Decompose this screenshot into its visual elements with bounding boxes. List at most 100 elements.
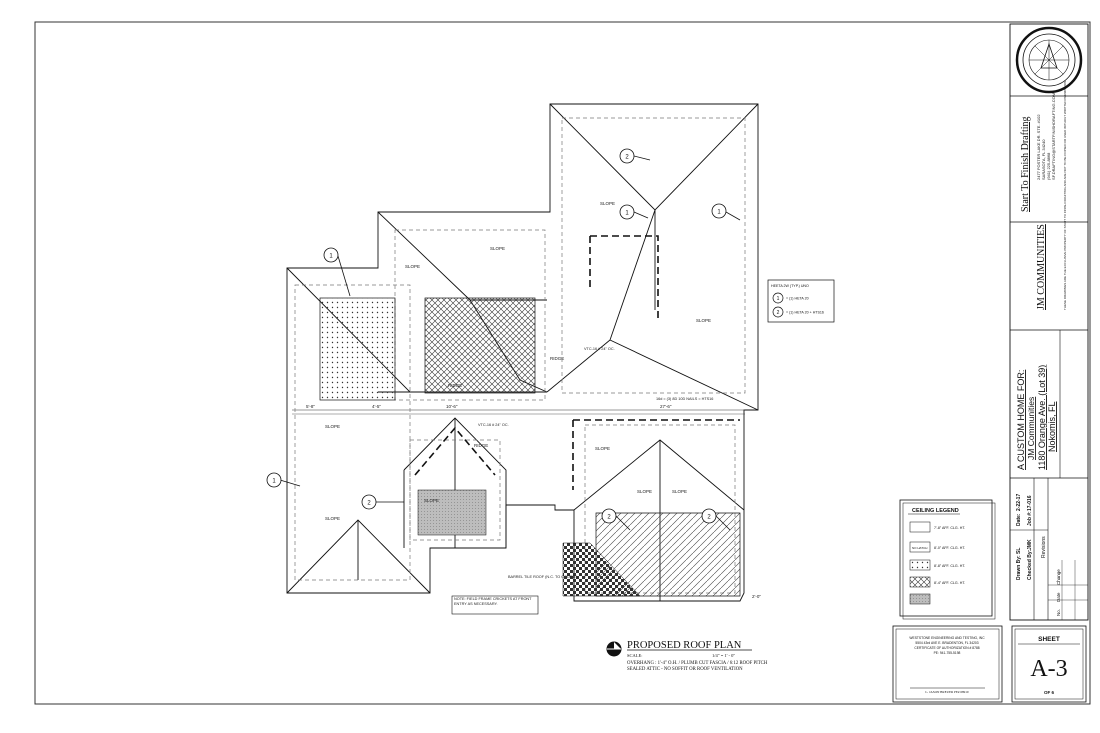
callout-number: 1 xyxy=(272,479,276,485)
hatch-grey-area xyxy=(417,489,487,536)
dimension: 27'-6" xyxy=(660,404,672,409)
engineer-name: WESTSTONE ENGINEERING AND TESTING, INC xyxy=(909,636,985,640)
drawn-by-label: Drawn By: xyxy=(1016,555,1022,580)
plan-scale-label: SCALE: xyxy=(627,653,643,658)
slope-label: SLOPE xyxy=(325,424,340,429)
ridge-label: RIDGE xyxy=(448,383,462,388)
project-line: JM Communities xyxy=(1026,397,1036,460)
callout-number: 2 xyxy=(625,155,629,161)
callout-number: 2 xyxy=(607,515,611,521)
revisions-label: Revisions xyxy=(1041,536,1047,558)
ceiling-legend-item: NO HATCH xyxy=(912,546,927,550)
sheet-label: SHEET xyxy=(1038,636,1060,643)
revision-col-no: No. xyxy=(1056,609,1061,616)
plan-note: OVERHANG : 1'-4" O.H. / PLUMB CUT FASCIA… xyxy=(627,661,768,666)
revision-col-change: Change xyxy=(1056,569,1061,585)
callout-number: 2 xyxy=(367,501,371,507)
engineer-cert: CERTIFICATE OF AUTHORIZATION # 8788 xyxy=(914,646,979,650)
sheet-border xyxy=(34,21,1091,705)
company-phone: (941) 225-8868 xyxy=(1046,152,1051,180)
field-note: NOTE: FIELD FRAME CRICKETS AT FRONT ENTR… xyxy=(454,597,532,606)
date-label: Date: xyxy=(1016,513,1022,526)
company-address: 2477 FOSTER LAKE DR. STE. #102 xyxy=(1036,114,1041,180)
ridge-label: RIDGE xyxy=(550,356,564,361)
job-label: Job #: xyxy=(1027,511,1033,526)
callout-number: 1 xyxy=(625,211,629,217)
checked-by-value: JMK xyxy=(1027,539,1033,550)
hatch-checker-area xyxy=(562,542,641,597)
slope-label: SLOPE xyxy=(405,264,420,269)
plan-title: PROPOSED ROOF PLAN SCALE: 1/4" = 1' - 0"… xyxy=(606,640,768,672)
hatch-cross-area xyxy=(424,297,536,394)
callout-bubble xyxy=(323,247,339,263)
project-line: A CUSTOM HOME FOR: xyxy=(1016,370,1026,470)
callout-bubble xyxy=(619,204,635,220)
connector-legend-row: = (1) HETA 20 + HTS16 xyxy=(786,311,824,315)
connector-legend-title: HEETA 2W (TYP.) UNO xyxy=(771,284,809,288)
callout-bubble xyxy=(772,292,784,304)
ceiling-legend-item: 8'-8" AFF. CLG. HT. xyxy=(934,564,965,568)
slope-label: SLOPE xyxy=(637,489,652,494)
ridge-label: RIDGE xyxy=(474,443,488,448)
slope-label: SLOPE xyxy=(424,498,439,503)
callout-bubble xyxy=(601,508,617,524)
disclaimer: THESE DRAWINGS ARE THE EXCLUSIVE PROPERT… xyxy=(1063,80,1067,310)
ceiling-legend-item: 7'-8" AFF. CLG. HT. xyxy=(934,526,965,530)
project-line: Nokomis, FL xyxy=(1047,401,1057,452)
ceiling-legend-item: 8'-0" AFF. CLG. HT. xyxy=(934,546,965,550)
checked-by-label: Checked By: xyxy=(1027,549,1033,580)
callout-number: 1 xyxy=(777,296,780,302)
company-logo xyxy=(1015,26,1083,94)
dimension: 2'-0" xyxy=(752,594,761,599)
sheet-number: A-3 xyxy=(1030,656,1067,682)
engineer-pe: PE: 941-755-5198 xyxy=(934,651,961,655)
sheet-of: OF 6 xyxy=(1044,690,1054,695)
company-email: SF.DRAFTING@STARTFINISHDRAFTING.COM xyxy=(1051,93,1056,180)
field-note-box xyxy=(451,595,539,615)
slope-label: SLOPE xyxy=(325,516,340,521)
dimension: 10'-6" xyxy=(446,404,458,409)
roof-outline xyxy=(286,103,759,602)
drawn-by-value: SL xyxy=(1016,548,1022,554)
callout-number: 1 xyxy=(329,254,333,260)
callout-number: 1 xyxy=(717,210,721,216)
nails-note: 16d = (3) 8D 10D NAILS = HTS16 xyxy=(656,397,713,401)
slope-label: SLOPE xyxy=(595,446,610,451)
connector-legend-row: = (1) HETA 20 xyxy=(786,297,809,301)
project-line: 1180 Orange Ave. (Lot 39) xyxy=(1037,365,1047,470)
ceiling-legend-title: CEILING LEGEND xyxy=(912,508,959,514)
job-value: 17-016 xyxy=(1027,495,1033,511)
plan-scale-value: 1/4" = 1' - 0" xyxy=(712,653,735,658)
ceiling-legend: CEILING LEGEND 7'-8" AFF. CLG. HT. NO HA… xyxy=(899,499,996,620)
ceiling-legend-item: 8'-4" AFF. CLG. HT. xyxy=(934,581,965,585)
sheet-number-block: SHEET A-3 OF 6 xyxy=(1011,625,1087,703)
company-name: Start To Finish Drafting xyxy=(1020,116,1031,212)
valley-note: VTC-16 # 24" OC. xyxy=(584,347,615,351)
callouts xyxy=(266,148,741,531)
roof-plan xyxy=(286,103,759,602)
engineer-block: WESTSTONE ENGINEERING AND TESTING, INC 5… xyxy=(892,625,1003,703)
callout-bubble xyxy=(701,508,717,524)
slope-label: SLOPE xyxy=(600,201,615,206)
dimension: 5'-8" xyxy=(306,404,315,409)
callout-bubble xyxy=(772,306,784,318)
client-name: JM COMMUNITIES xyxy=(1036,224,1047,310)
callout-bubble xyxy=(711,203,727,219)
revision-col-date: Date xyxy=(1056,592,1061,602)
plan-title-text: PROPOSED ROOF PLAN xyxy=(627,640,742,651)
slope-label: SLOPE xyxy=(490,246,505,251)
callout-number: 2 xyxy=(777,310,780,316)
title-block: Start To Finish Drafting 2477 FOSTER LAK… xyxy=(1009,23,1089,621)
dimension: 4'-5" xyxy=(372,404,381,409)
date-value: 2-22-17 xyxy=(1016,494,1022,511)
company-address: SARASOTA, FL 34240 xyxy=(1041,139,1046,180)
callout-bubble xyxy=(361,494,377,510)
plan-note: SEALED ATTIC - NO SOFFIT OR ROOF VENTILA… xyxy=(627,667,743,672)
engineer-address: 5504 43rd AVE E. BRADENTON, FL 34203 xyxy=(915,641,978,645)
callout-bubble xyxy=(266,472,282,488)
barrel-tile-note: BARREL TILE ROOF (N.C. TO COORD.) xyxy=(508,575,578,579)
slope-label: SLOPE xyxy=(696,318,711,323)
valley-note: VTC-16 # 24" OC. xyxy=(478,423,509,427)
engineer-signature: L. JASON BREUER PE# 68910 xyxy=(925,690,968,694)
